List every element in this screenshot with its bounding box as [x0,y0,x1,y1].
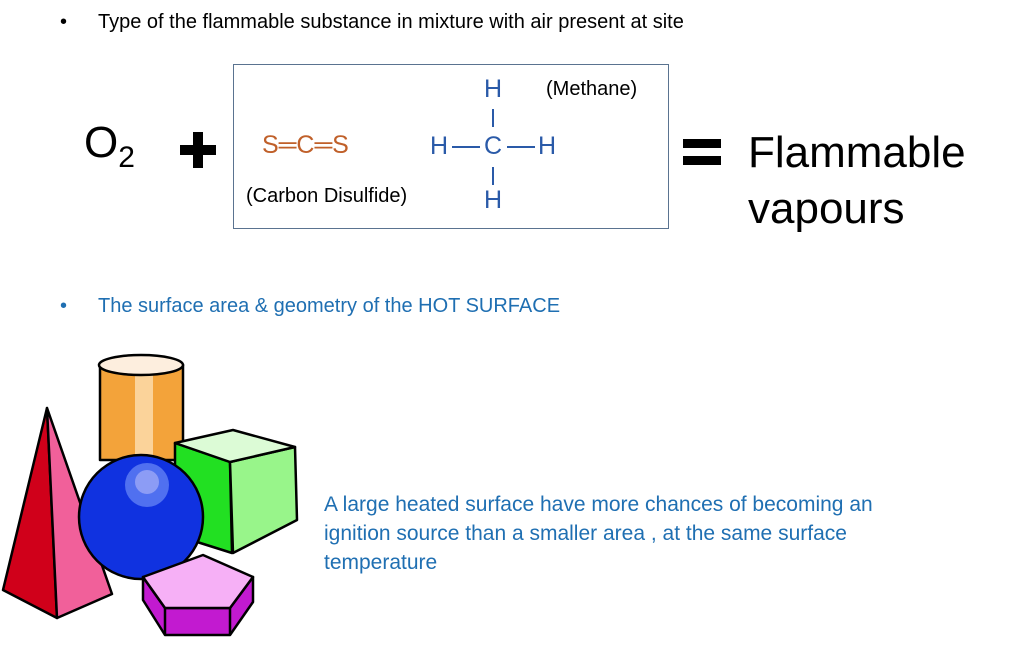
bullet-text-hot-surface: The surface area & geometry of the HOT S… [98,295,561,317]
plus-icon [180,132,216,168]
oxygen-formula: O2 [84,118,135,175]
methane-h-top: H [484,75,503,103]
bond [452,146,480,148]
equals-icon [683,139,721,165]
methane-structure: H C H H H [430,73,560,214]
oxygen-subscript: 2 [118,141,135,174]
sphere-shape [77,453,205,581]
pyramid-shape [1,406,114,620]
methane-c: C [484,132,503,160]
reactants-box: S═C═S (Carbon Disulfide) H C H H H (Meth… [233,64,669,229]
methane-h-right: H [538,132,557,160]
result-line1: Flammable [748,128,966,177]
cylinder-shape [97,353,185,462]
bond [507,146,535,148]
carbon-disulfide-label: (Carbon Disulfide) [246,185,408,207]
methane-h-left: H [430,132,449,160]
carbon-disulfide-formula: S═C═S [262,131,349,159]
result-line2: vapours [748,184,905,233]
hot-surface-description: A large heated surface have more chances… [324,493,873,574]
methane-h-bottom: H [484,186,503,214]
geometric-shapes-illustration [1,353,299,637]
methane-label: (Methane) [546,78,638,100]
bond [492,167,494,185]
bullet-marker: • [60,11,68,33]
oxygen-symbol: O [84,118,119,167]
bullet-text-flammable-substance: Type of the flammable substance in mixtu… [98,11,684,33]
bullet-marker: • [60,295,68,317]
hexagonal-prism-shape [141,553,255,637]
bond [492,109,494,127]
